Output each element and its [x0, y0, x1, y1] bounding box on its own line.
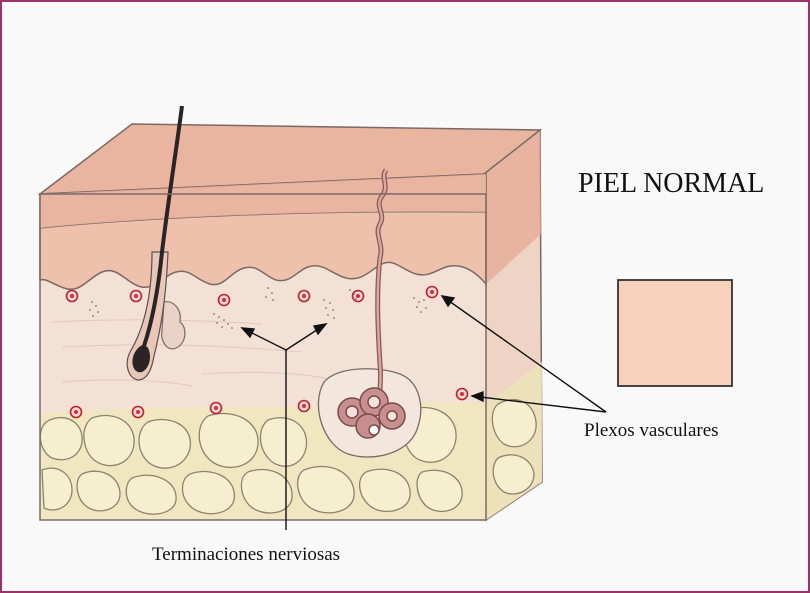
fat-lobule — [84, 416, 134, 466]
fat-lobule — [492, 400, 536, 447]
nerve-endings-label: Terminaciones nerviosas — [152, 544, 340, 565]
normal-skin-color-swatch — [618, 280, 732, 386]
vascular-plexus-label: Plexos vasculares — [584, 420, 719, 441]
fat-lobule — [40, 418, 82, 460]
diagram-title: PIEL NORMAL — [578, 168, 764, 199]
fat-lobule — [493, 455, 534, 494]
fat-lobule — [139, 420, 190, 469]
